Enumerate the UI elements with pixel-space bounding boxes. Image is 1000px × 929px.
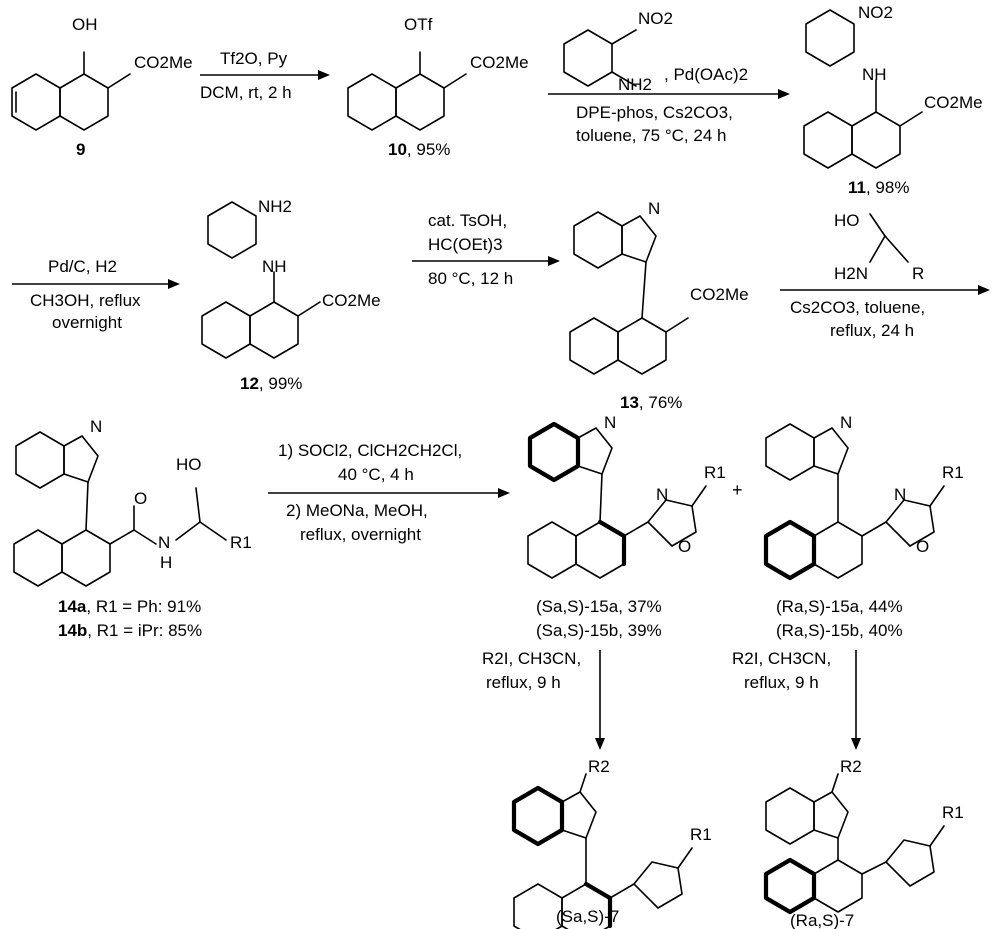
amide-h-label: H	[160, 553, 172, 572]
step1-conditions: DCM, rt, 2 h	[200, 83, 292, 102]
label-7-ra: (Ra,S)-7	[790, 911, 854, 929]
arrow-step8	[851, 650, 861, 750]
step4-cond: 80 °C, 12 h	[428, 269, 513, 288]
r1-label: R1	[690, 825, 712, 844]
compound-14-structure	[13, 431, 227, 587]
oxazoline-n-label: N	[894, 485, 906, 504]
n-label: N	[648, 199, 660, 218]
nh2-label: NH2	[258, 197, 292, 216]
label-7-sa: (Sa,S)-7	[556, 907, 619, 926]
hydroxyl-label: HO	[176, 455, 202, 474]
r1-label: R1	[942, 803, 964, 822]
compound-9-structure	[11, 51, 131, 131]
r2-label: R2	[840, 757, 862, 776]
r1-label: R1	[230, 533, 252, 552]
label-15b-sa: (Sa,S)-15b, 39%	[536, 621, 662, 640]
n-label: N	[604, 413, 616, 432]
step1-reagents: Tf2O, Py	[220, 49, 288, 68]
ester-label: CO2Me	[322, 291, 381, 310]
compound-7-sa-structure	[511, 773, 693, 929]
compound-label-14b: 14b, R1 = iPr: 85%	[58, 621, 202, 640]
compound-label-9: 9	[76, 140, 85, 159]
step2-line2: toluene, 75 °C, 24 h	[576, 126, 726, 145]
step5-r-group: R	[912, 264, 924, 283]
amide-n-label: N	[158, 533, 170, 552]
oxazoline-o-label: O	[678, 537, 691, 556]
compound-13-structure	[569, 211, 689, 375]
arrow-step5	[780, 213, 990, 295]
step3-cond1: CH3OH, reflux	[30, 291, 141, 310]
r2-label: R2	[588, 757, 610, 776]
step7-reagents: R2I, CH3CN,	[482, 649, 581, 668]
step7-cond: reflux, 9 h	[486, 673, 561, 692]
step2-nitro-label: NO2	[638, 9, 673, 28]
r1-label: R1	[704, 463, 726, 482]
no2-label: NO2	[858, 3, 893, 22]
n-label: N	[90, 417, 102, 436]
oxazoline-o-label: O	[916, 537, 929, 556]
compound-label-11: 11, 98%	[848, 178, 909, 197]
compound-12-structure	[201, 201, 321, 359]
step6-line1: 1) SOCl2, ClCH2CH2Cl,	[278, 441, 462, 460]
arrow-step7	[595, 650, 605, 750]
nh-label: NH	[262, 257, 287, 276]
n-label: N	[840, 413, 852, 432]
step6-line3: 2) MeONa, MeOH,	[286, 501, 428, 520]
carbonyl-o-label: O	[134, 489, 147, 508]
oh-label: OH	[72, 15, 98, 34]
step3-cond2: overnight	[52, 313, 122, 332]
compound-11-structure	[803, 9, 923, 169]
plus-sign: +	[732, 480, 743, 500]
step2-line1: DPE-phos, Cs2CO3,	[576, 103, 733, 122]
r1-label: R1	[942, 463, 964, 482]
step2-catalyst: , Pd(OAc)2	[664, 65, 748, 84]
step4-cat: cat. TsOH,	[428, 211, 507, 230]
ester-label: CO2Me	[924, 93, 983, 112]
step4-orthoformate: HC(OEt)3	[428, 235, 503, 254]
compound-15-sa-structure	[527, 421, 707, 579]
step2-amine-label: NH2	[618, 75, 652, 94]
compound-label-13: 13, 76%	[620, 393, 682, 412]
arrow-step4	[412, 256, 560, 266]
otf-label: OTf	[404, 15, 433, 34]
ester-label: CO2Me	[470, 53, 529, 72]
label-15b-ra: (Ra,S)-15b, 40%	[776, 621, 903, 640]
step5-cond1: Cs2CO3, toluene,	[790, 298, 925, 317]
oxazoline-n-label: N	[656, 485, 668, 504]
step8-reagents: R2I, CH3CN,	[732, 649, 831, 668]
step8-cond: reflux, 9 h	[744, 673, 819, 692]
step3-reagents: Pd/C, H2	[48, 257, 117, 276]
compound-7-ra-structure	[763, 773, 945, 915]
compound-label-12: 12, 99%	[240, 374, 302, 393]
ester-label: CO2Me	[134, 53, 193, 72]
compound-label-10: 10, 95%	[388, 140, 450, 159]
step6-line4: reflux, overnight	[300, 525, 421, 544]
nh-label: NH	[862, 65, 887, 84]
label-15a-ra: (Ra,S)-15a, 44%	[776, 597, 903, 616]
step5-hydroxyl: HO	[834, 211, 860, 230]
arrow-step6	[268, 488, 510, 498]
step5-amine: H2N	[834, 264, 868, 283]
step6-line2: 40 °C, 4 h	[338, 465, 414, 484]
step5-cond2: reflux, 24 h	[830, 321, 914, 340]
compound-15-ra-structure	[763, 423, 945, 581]
arrow-step1	[200, 70, 330, 80]
arrow-step3	[12, 279, 180, 289]
label-15a-sa: (Sa,S)-15a, 37%	[536, 597, 662, 616]
compound-label-14a: 14a, R1 = Ph: 91%	[58, 597, 201, 616]
ester-label: CO2Me	[690, 285, 749, 304]
compound-10-structure	[347, 51, 467, 131]
arrow-step2	[548, 29, 790, 99]
